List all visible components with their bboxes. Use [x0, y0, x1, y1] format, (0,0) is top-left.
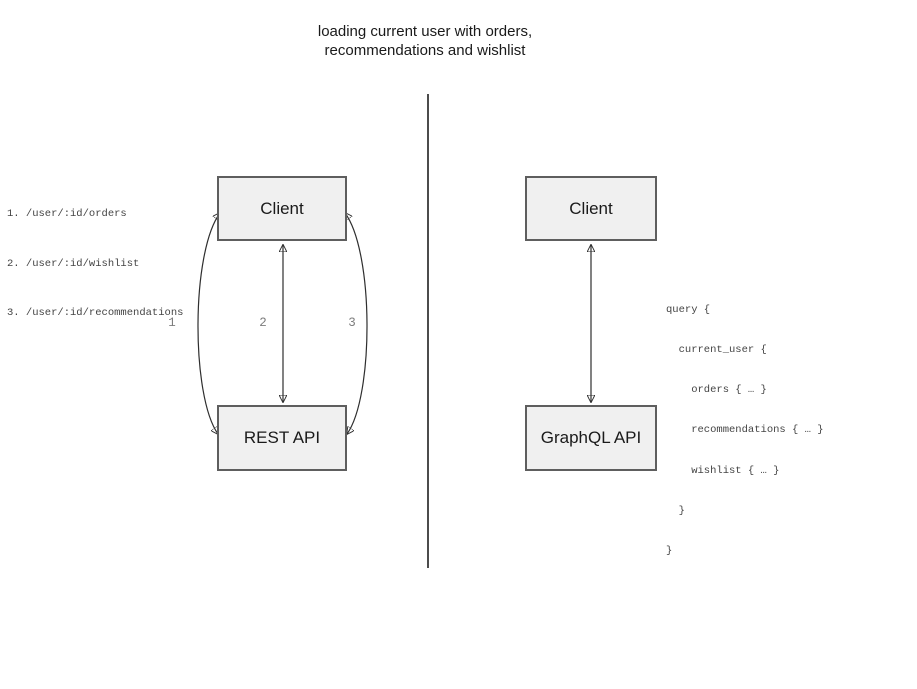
- endpoint-item-recommendations: 3. /user/:id/recommendations: [7, 307, 184, 319]
- title-line-2: recommendations and wishlist: [324, 42, 526, 59]
- query-line-1: query {: [666, 303, 711, 316]
- arrow-label-1: 1: [168, 316, 176, 330]
- graphql-api-box: GraphQL API: [525, 405, 657, 471]
- endpoint-item-orders: 1. /user/:id/orders: [7, 208, 127, 220]
- query-line-3: orders { … }: [666, 384, 767, 397]
- query-line-6: }: [666, 504, 685, 517]
- rest-api-label: REST API: [243, 428, 321, 447]
- rest-arrow-1-curved: [197, 213, 220, 434]
- graphql-api-label: GraphQL API: [540, 428, 642, 447]
- graphql-client-box: Client: [525, 176, 657, 241]
- graphql-query-code: query { current_user { orders { … } reco…: [666, 277, 824, 585]
- endpoint-item-wishlist: 2. /user/:id/wishlist: [7, 257, 140, 270]
- query-line-2: current_user {: [666, 344, 767, 357]
- query-line-5: wishlist { … }: [666, 464, 780, 477]
- rest-client-box: Client: [217, 176, 347, 241]
- graphql-client-label: Client: [569, 198, 613, 218]
- query-line-4: recommendations { … }: [666, 424, 824, 437]
- rest-client-label: Client: [260, 198, 304, 218]
- rest-endpoints-list: 1. /user/:id/orders 2. /user/:id/wishlis…: [7, 173, 183, 355]
- arrow-label-3: 3: [348, 316, 356, 330]
- rest-api-box: REST API: [217, 405, 347, 471]
- query-line-7: }: [666, 545, 673, 558]
- title-line-1: loading current user with orders,: [317, 23, 533, 40]
- arrow-label-2: 2: [259, 316, 267, 330]
- diagram-title: loading current user with orders, recomm…: [0, 22, 850, 60]
- vertical-divider: [427, 94, 429, 568]
